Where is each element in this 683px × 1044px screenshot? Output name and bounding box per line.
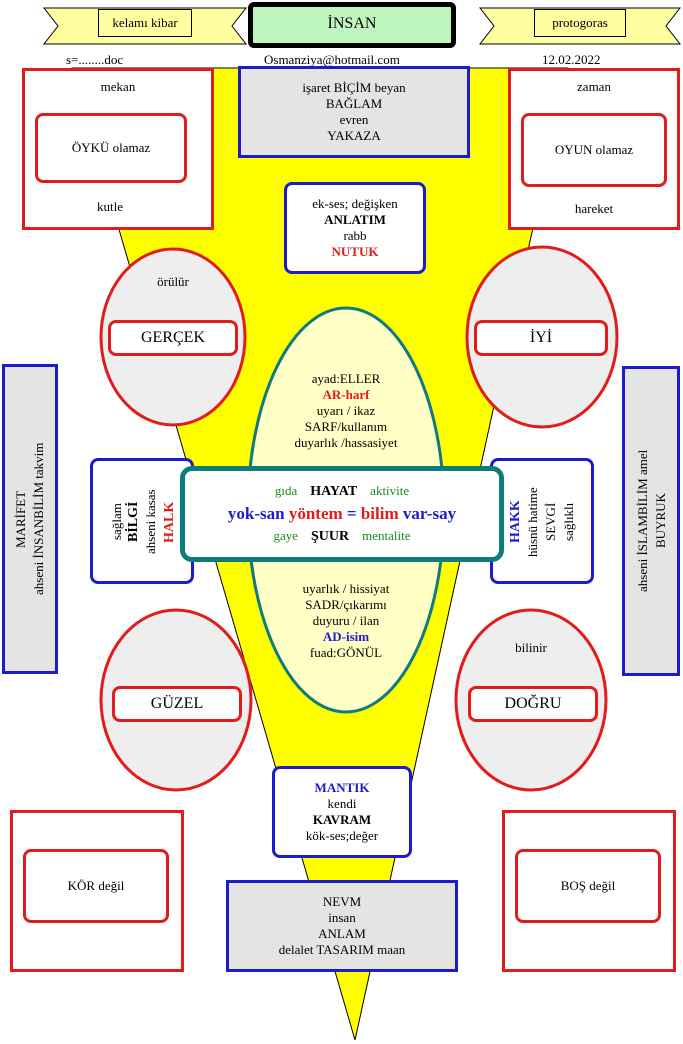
upper-small-l3: rabb — [343, 228, 367, 243]
ellipse-bottom-right-label-box: DOĞRU — [468, 686, 598, 722]
top-center-l4: YAKAZA — [327, 128, 381, 143]
upper-small-box: ek-ses; değişken ANLATIM rabb NUTUK — [284, 182, 426, 274]
bottom-center-l1: NEVM — [322, 894, 362, 909]
bottom-right-box: BOŞ değil — [502, 810, 676, 972]
upper-small-l4: NUTUK — [331, 244, 379, 259]
center-row-1: gıda HAYAT aktivite — [275, 483, 409, 500]
right-mid-c2: hüsnü hatime — [525, 487, 540, 557]
ellipse-bottom-right-label: DOĞRU — [504, 695, 562, 712]
ellipse-bottom-right-note: bilinir — [515, 640, 547, 655]
right-banner-label: protogoras — [534, 9, 626, 37]
left-mid-c2: BİLGİ — [126, 501, 141, 543]
ellipse-top-left-note: örülür — [157, 274, 189, 289]
top-left-top: mekan — [100, 79, 136, 94]
ellipse-top-right-label-box: İYİ — [474, 320, 608, 356]
oval-top-l3: uyarı / ikaz — [316, 403, 376, 418]
right-mid-c1: HAKK — [508, 500, 523, 544]
top-right-box: zaman OYUN olamaz hareket — [508, 68, 680, 230]
center-r2-e: var-say — [402, 504, 457, 523]
oval-top-l1: ayad:ELLER — [311, 371, 381, 386]
lower-small-l2: kendi — [327, 796, 357, 811]
lower-small-l1: MANTIK — [314, 780, 370, 795]
oval-top-l4: SARF/kullanım — [304, 419, 388, 434]
top-left-bottom: kutle — [97, 199, 123, 214]
top-right-inner: OYUN olamaz — [521, 113, 667, 187]
oval-bottom-l2: SADR/çıkarımı — [305, 597, 387, 612]
center-r3-right: mentalite — [362, 528, 411, 543]
right-mid-c4: sağlıklı — [561, 502, 576, 542]
oval-bottom-l5: fuad:GÖNÜL — [309, 645, 383, 660]
top-right-top: zaman — [577, 79, 611, 94]
bottom-right-inner: BOŞ değil — [515, 849, 661, 923]
far-right-c2: BUYRUK — [653, 493, 668, 549]
bottom-center-l4: delalet TASARIM maan — [278, 942, 406, 957]
ellipse-bottom-left-label: GÜZEL — [150, 695, 204, 712]
bottom-right-inner-label: BOŞ değil — [560, 878, 616, 893]
center-r2-a: yok-san — [227, 504, 285, 523]
oval-top-l2: AR-harf — [322, 387, 370, 402]
lower-small-l3: KAVRAM — [312, 812, 372, 827]
page-title: İNSAN — [248, 2, 456, 48]
center-r2-b: yöntem — [288, 504, 343, 523]
far-right-c1: ahseni İSLAMBİLİM amel — [635, 449, 650, 593]
top-left-inner-label: ÖYKÜ olamaz — [71, 140, 151, 155]
date: 12.02.2022 — [542, 52, 601, 67]
top-right-bottom: hareket — [574, 201, 614, 216]
oval-bottom-l4: AD-isim — [322, 629, 370, 644]
far-left-box: MARİFET ahseni İNSANBİLİM takvim — [2, 364, 58, 674]
lower-small-box: MANTIK kendi KAVRAM kök-ses;değer — [272, 766, 412, 858]
far-right-box: ahseni İSLAMBİLİM amel BUYRUK — [622, 366, 680, 676]
ellipse-top-left-label: GERÇEK — [141, 329, 205, 346]
top-center-l2: BAĞLAM — [325, 96, 383, 111]
bottom-left-box: KÖR değil — [10, 810, 184, 972]
left-mid-c1: sağlam — [109, 503, 124, 541]
right-mid-c3: SEVGİ — [543, 502, 558, 542]
center-r1-left: gıda — [274, 483, 298, 498]
center-r3-left: gaye — [273, 528, 299, 543]
oval-bottom-l1: uyarlık / hissiyat — [302, 581, 390, 596]
left-mid-c3: ahseni kasas — [143, 489, 158, 555]
top-center-l3: evren — [339, 112, 369, 127]
center-r3-mid: ŞUUR — [311, 529, 350, 544]
oval-bottom-l3: duyuru / ilan — [312, 613, 380, 628]
center-r1-mid: HAYAT — [310, 484, 358, 499]
center-row-3: gaye ŞUUR mentalite — [273, 528, 410, 545]
email: Osmanziya@hotmail.com — [264, 52, 400, 67]
far-left-c1: MARİFET — [13, 490, 28, 548]
right-mid-box: HAKK hüsnü hatime SEVGİ sağlıklı — [490, 458, 594, 584]
center-r2-d: bilim — [360, 504, 399, 523]
top-left-box: mekan ÖYKÜ olamaz kutle — [22, 68, 214, 230]
lower-small-l4: kök-ses;değer — [305, 828, 379, 843]
upper-small-l2: ANLATIM — [324, 212, 386, 227]
bottom-left-inner-label: KÖR değil — [67, 878, 125, 893]
bottom-center-l2: insan — [328, 910, 356, 925]
center-box: gıda HAYAT aktivite yok-san yöntem = bil… — [180, 466, 504, 562]
ellipse-top-left-label-box: GERÇEK — [108, 320, 238, 356]
bottom-center-l3: ANLAM — [318, 926, 366, 941]
bottom-center-box: NEVM insan ANLAM delalet TASARIM maan — [226, 880, 458, 972]
bottom-left-inner: KÖR değil — [23, 849, 169, 923]
left-banner-label: kelamı kibar — [98, 9, 192, 37]
center-r2-c: = — [346, 504, 357, 523]
oval-bottom-text: uyarlık / hissiyat SADR/çıkarımı duyuru … — [266, 576, 426, 666]
top-center-l1: işaret BİÇİM beyan — [302, 80, 406, 95]
left-mid-box: sağlam BİLGİ ahseni kasas HALK — [90, 458, 194, 584]
center-row-2: yok-san yöntem = bilim var-say — [228, 503, 456, 525]
left-mid-c4: HALK — [162, 501, 177, 543]
oval-top-text: ayad:ELLER AR-harf uyarı / ikaz SARF/kul… — [266, 366, 426, 456]
oval-top-l5: duyarlık /hassasiyet — [294, 435, 398, 450]
top-center-box: işaret BİÇİM beyan BAĞLAM evren YAKAZA — [238, 66, 470, 158]
upper-small-l1: ek-ses; değişken — [312, 196, 398, 211]
far-left-c2: ahseni İNSANBİLİM takvim — [31, 442, 46, 596]
ellipse-bottom-left-label-box: GÜZEL — [112, 686, 242, 722]
ellipse-top-right-label: İYİ — [529, 329, 553, 346]
top-right-inner-label: OYUN olamaz — [554, 142, 634, 157]
file-name: s=........doc — [66, 52, 124, 67]
top-left-inner: ÖYKÜ olamaz — [35, 113, 187, 183]
center-r1-right: aktivite — [370, 483, 410, 498]
